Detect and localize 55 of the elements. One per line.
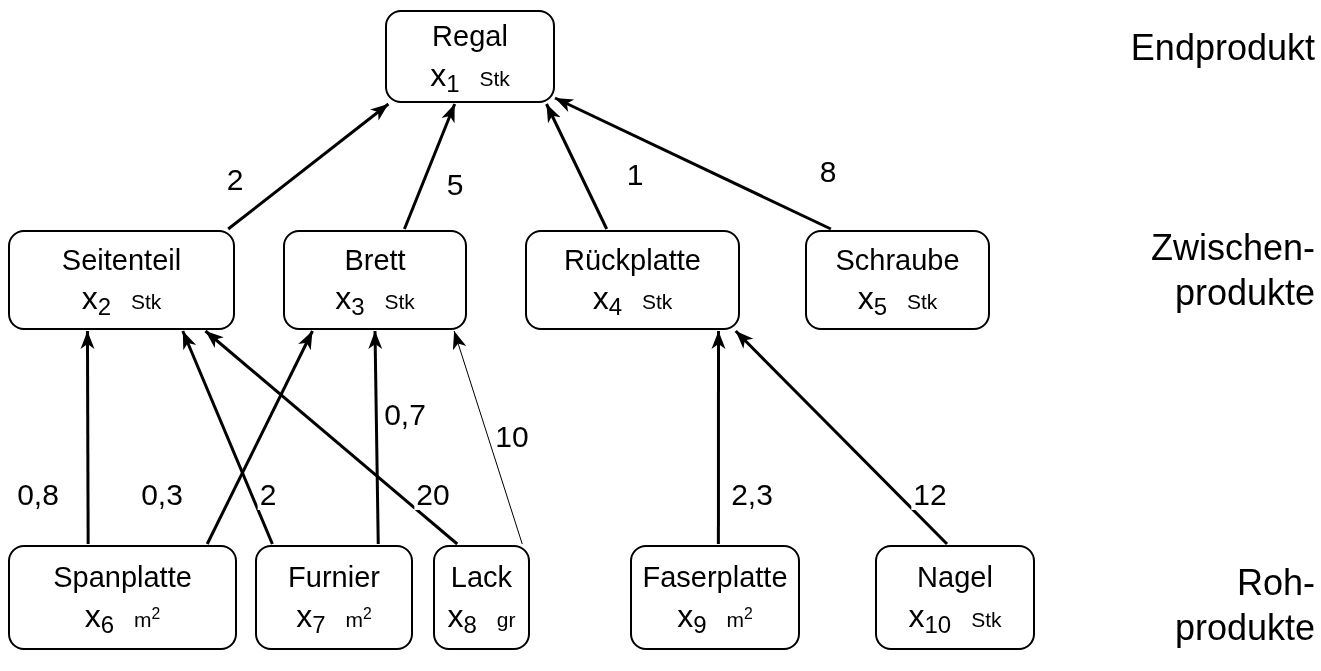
arrow [711,331,726,544]
unit-label: Stk [131,289,162,316]
variable-label: x$_{7}$ [296,596,326,636]
level-label: Endprodukt [1129,26,1315,70]
arrow [181,330,274,545]
variable-label: x$_{10}$ [908,596,952,636]
arrow [227,102,390,231]
node-title: Faserplatte [642,560,788,596]
arrow [80,331,95,544]
variable-label: x$_{4}$ [592,279,622,319]
unit-label: Stk [384,289,415,316]
variable-label: x$_{6}$ [84,596,115,636]
variable-label: x$_{5}$ [857,279,887,319]
node-title: Spanplatte [53,560,192,596]
arrow [545,103,609,230]
node-title: Nagel [917,560,993,596]
process-box [385,10,555,103]
level-label: Roh- produkte [1173,561,1315,650]
node-title: Rückplatte [564,242,701,278]
node-title: Brett [344,242,406,278]
variable-label: x$_{8}$ [447,596,477,636]
arrow [452,330,523,545]
process-box [805,230,990,330]
process-box [630,545,800,650]
unit-label: m$^{2}$ [726,606,753,633]
arrow [205,330,314,545]
node-title: Regal [432,19,508,55]
unit-label: m$^{2}$ [345,606,372,633]
node-title: Schraube [835,242,960,278]
variable-label: x$_{2}$ [81,279,111,319]
node-title: Seitenteil [61,242,182,278]
arrow [403,103,457,230]
arrow [368,330,383,545]
process-box [8,545,237,650]
unit-label: Stk [907,289,938,316]
process-box [433,545,530,650]
arrow [734,329,949,546]
process-box [283,230,467,330]
node-title: Furnier [288,560,380,596]
variable-label: x$_{9}$ [677,596,707,636]
unit-label: Stk [479,65,510,92]
unit-label: m$^{2}$ [134,606,161,633]
level-label: Zwischen- produkte [1149,226,1315,315]
arrow [204,329,459,546]
variable-label: x$_{3}$ [335,279,365,319]
process-box [8,230,235,330]
process-box [525,230,740,330]
process-box [875,545,1035,650]
process-box [255,545,413,650]
node-title: Lack [450,560,513,596]
unit-label: Stk [971,606,1002,633]
unit-label: Stk [642,289,673,316]
arrow [554,96,832,231]
variable-label: x$_{1}$ [430,55,460,95]
unit-label: gr [496,606,516,633]
